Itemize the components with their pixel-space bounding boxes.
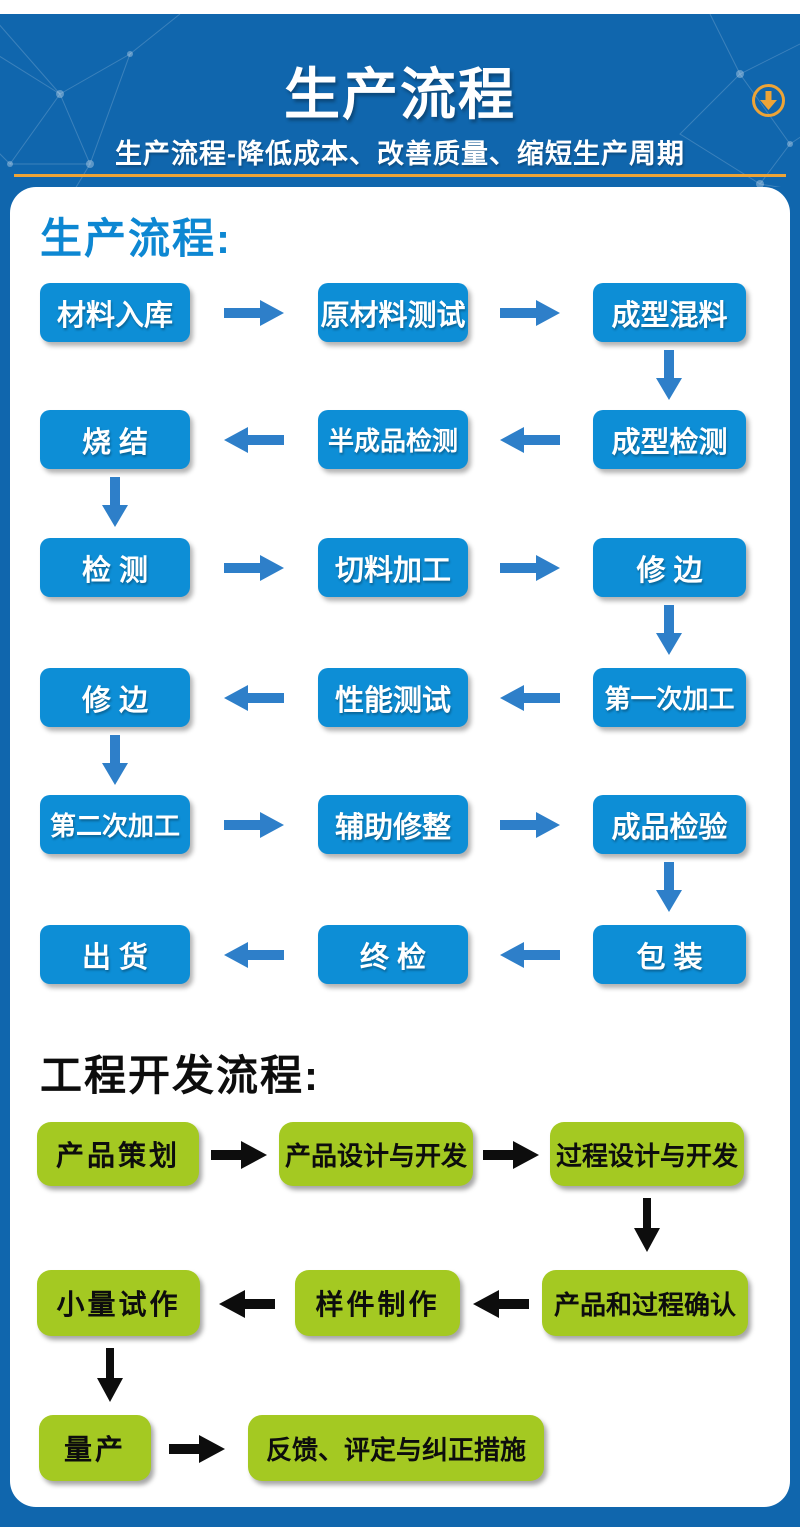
flow-step-box: 成品检验 [593,795,746,854]
arrow-left-icon [473,1289,529,1319]
flow-step-box: 半成品检测 [318,410,468,469]
page-subtitle: 生产流程-降低成本、改善质量、缩短生产周期 [115,139,685,169]
flow-step-box: 烧 结 [40,410,190,469]
flow-step-box: 产品策划 [37,1122,199,1186]
arrow-right-icon [483,1140,539,1170]
top-white-strip [0,0,800,14]
arrow-right-icon [211,1140,267,1170]
page-header: 生产流程 生产流程-降低成本、改善质量、缩短生产周期 [0,14,800,187]
accent-divider-line [14,174,786,177]
flow-step-box: 修 边 [593,538,746,597]
flow-step-box: 样件制作 [295,1270,460,1336]
network-pattern-right [679,14,800,187]
page-title: 生产流程 [284,63,516,126]
production-flow-heading: 生产流程: [40,215,232,262]
arrow-right-icon [222,553,286,583]
flow-step-box: 材料入库 [40,283,190,342]
arrow-left-icon [498,683,562,713]
arrow-left-icon [222,425,286,455]
flow-step-box: 产品和过程确认 [542,1270,748,1336]
arrow-left-icon [498,425,562,455]
arrow-right-icon [498,298,562,328]
arrow-right-icon [169,1434,225,1464]
flow-step-box: 修 边 [40,668,190,727]
engineering-flow-heading: 工程开发流程: [40,1052,320,1099]
circle-down-arrow-icon[interactable] [752,84,785,117]
flow-step-box: 反馈、评定与纠正措施 [248,1415,544,1481]
arrow-right-icon [498,553,562,583]
flow-step-box: 切料加工 [318,538,468,597]
arrow-left-icon [498,940,562,970]
flow-step-box: 量产 [39,1415,151,1481]
arrow-down-icon [102,735,128,785]
flow-step-box: 成型混料 [593,283,746,342]
flow-step-box: 性能测试 [318,668,468,727]
network-pattern-left [0,14,181,187]
flow-step-box: 第二次加工 [40,795,190,854]
arrow-right-icon [498,810,562,840]
flow-step-box: 小量试作 [37,1270,200,1336]
flow-step-box: 过程设计与开发 [550,1122,744,1186]
arrow-left-icon [222,683,286,713]
flow-step-box: 出 货 [40,925,190,984]
arrow-down-icon [634,1198,660,1252]
arrow-down-icon [102,477,128,527]
arrow-left-icon [219,1289,275,1319]
arrow-down-icon [656,605,682,655]
arrow-left-icon [222,940,286,970]
arrow-right-icon [222,810,286,840]
flow-step-box: 成型检测 [593,410,746,469]
arrow-down-icon [656,350,682,400]
arrow-down-icon [97,1348,123,1402]
flow-step-box: 第一次加工 [593,668,746,727]
arrow-right-icon [222,298,286,328]
flow-step-box: 辅助修整 [318,795,468,854]
content-panel: 生产流程: 材料入库 原材料测试 成型混料 烧 结 半成品检测 成型检测 检 测… [10,187,790,1507]
flow-step-box: 产品设计与开发 [279,1122,473,1186]
flow-step-box: 终 检 [318,925,468,984]
flow-step-box: 检 测 [40,538,190,597]
flow-step-box: 包 装 [593,925,746,984]
flow-step-box: 原材料测试 [318,283,468,342]
arrow-down-icon [656,862,682,912]
